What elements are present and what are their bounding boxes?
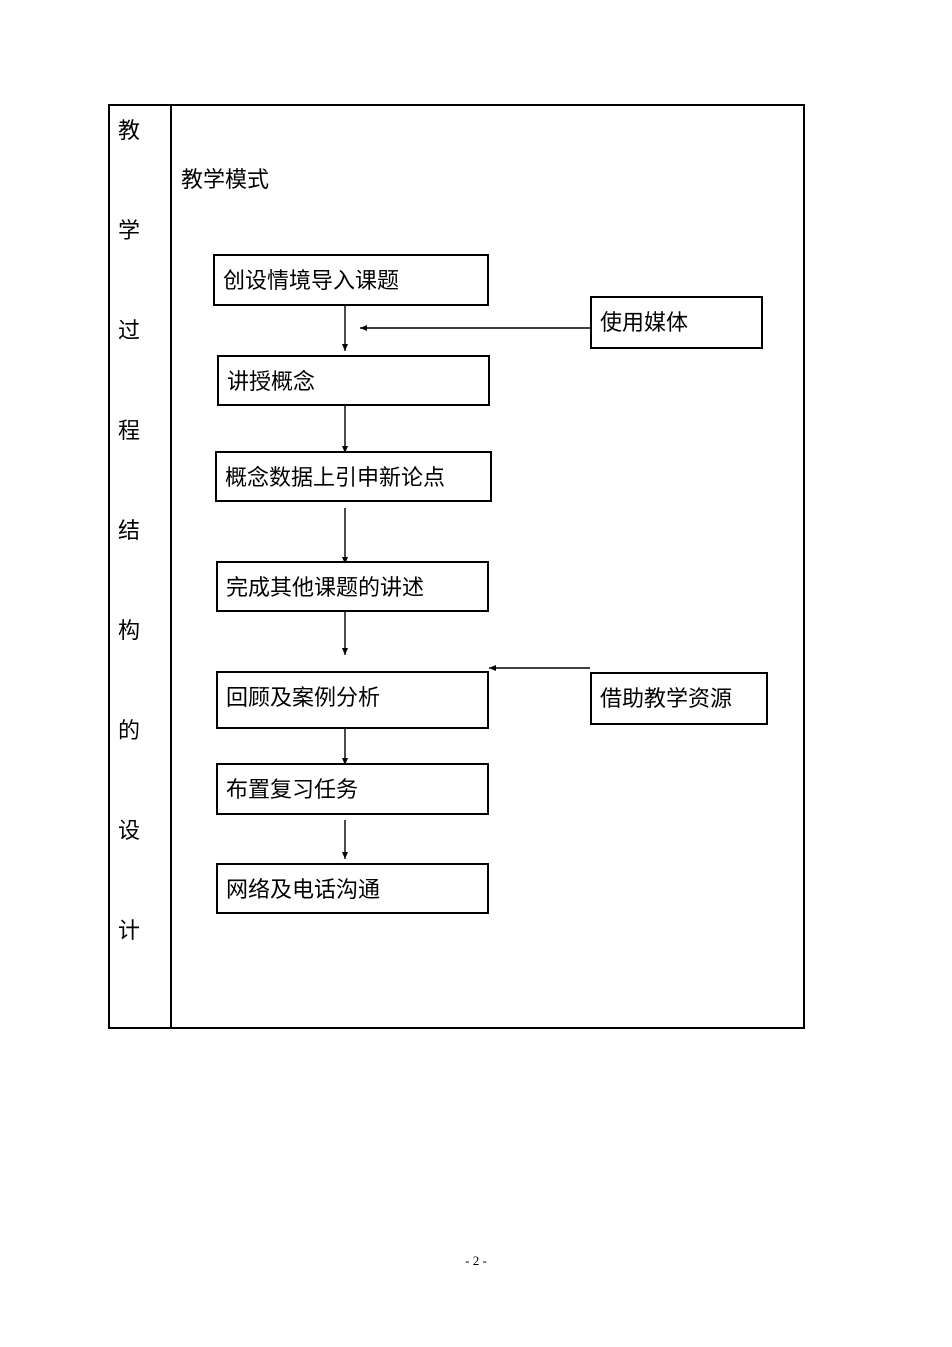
flow-step-2: 讲授概念 <box>217 355 490 406</box>
column-divider <box>170 104 172 1029</box>
flow-step-7: 网络及电话沟通 <box>216 863 489 914</box>
flow-step-5: 回顾及案例分析 <box>216 671 489 729</box>
flow-step-3: 概念数据上引申新论点 <box>215 451 492 502</box>
sidebar-char: 结 <box>118 519 141 544</box>
sidebar-char: 学 <box>118 219 141 244</box>
sidebar-char: 计 <box>118 919 141 944</box>
side-input-media: 使用媒体 <box>590 296 763 349</box>
flow-step-4: 完成其他课题的讲述 <box>216 561 489 612</box>
sidebar-char: 设 <box>118 819 141 844</box>
flow-step-1: 创设情境导入课题 <box>213 254 489 306</box>
teaching-design-table <box>108 104 805 1029</box>
flow-step-6: 布置复习任务 <box>216 763 489 815</box>
section-title: 教学模式 <box>181 168 270 193</box>
page-number: - 2 - <box>465 1253 487 1268</box>
sidebar-char: 教 <box>118 119 141 144</box>
sidebar-char: 构 <box>118 619 141 644</box>
sidebar-char: 的 <box>118 719 141 744</box>
sidebar-char: 过 <box>118 319 141 344</box>
sidebar-char: 程 <box>118 419 141 444</box>
side-input-resources: 借助教学资源 <box>590 672 768 725</box>
